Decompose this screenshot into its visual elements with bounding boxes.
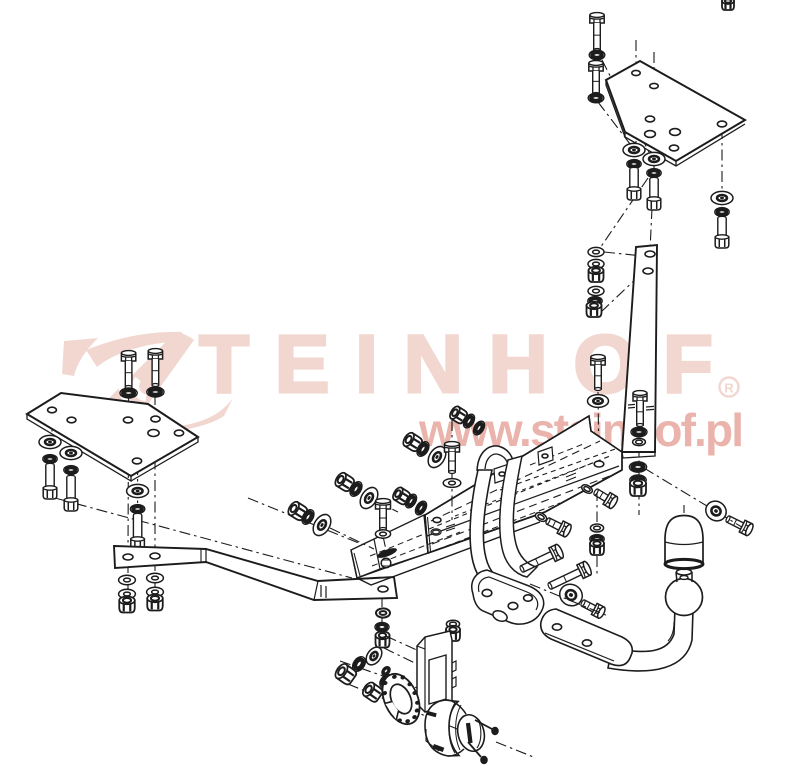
svg-text:R: R (724, 381, 734, 396)
